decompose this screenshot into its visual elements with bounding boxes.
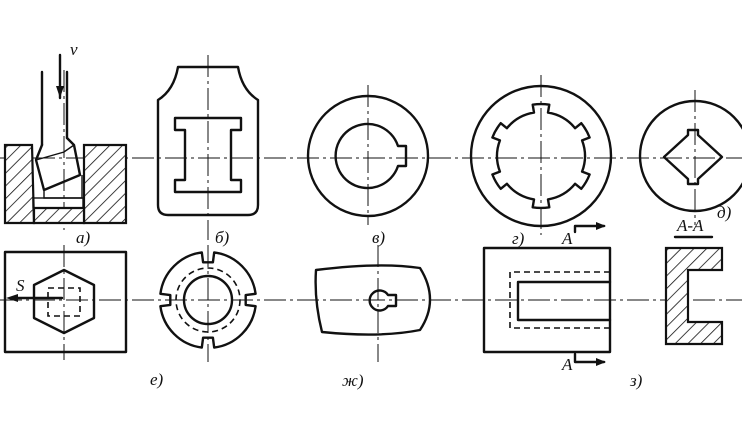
part-outline bbox=[156, 65, 260, 217]
broach-shank bbox=[40, 70, 69, 147]
velocity-label: v bbox=[70, 40, 78, 59]
figure-d-diamond: A-A д) bbox=[638, 99, 742, 239]
keyed-hole bbox=[368, 289, 398, 312]
hexagon-hole bbox=[32, 268, 96, 335]
slot-dashed bbox=[509, 271, 610, 329]
label-v: в) bbox=[372, 228, 385, 247]
diamond-hole bbox=[662, 128, 724, 186]
figure-slotted-round bbox=[159, 251, 257, 349]
label-e: е) bbox=[150, 370, 164, 389]
label-b: б) bbox=[215, 228, 230, 247]
section-arrowhead-top bbox=[596, 222, 606, 230]
label-z: з) bbox=[629, 371, 643, 390]
figure-v-keyway: в) bbox=[306, 94, 430, 247]
part-outline bbox=[3, 250, 128, 354]
figure-a-broaching-cut: v а) bbox=[3, 40, 128, 247]
velocity-arrowhead bbox=[56, 86, 64, 98]
figure-e-hexagon: S е) bbox=[3, 250, 164, 389]
workpiece-right-section bbox=[82, 143, 128, 225]
part-outline bbox=[314, 264, 432, 336]
part-outline bbox=[469, 84, 613, 228]
figure-z-slot: A з) bbox=[482, 246, 724, 390]
part-outline bbox=[159, 251, 257, 349]
cut-groove bbox=[32, 197, 84, 209]
part-outline bbox=[306, 94, 430, 218]
section-title: A-A bbox=[676, 216, 704, 235]
bore-circle bbox=[182, 274, 234, 326]
hexagon-inner-dashed bbox=[47, 287, 81, 317]
feed-label: S bbox=[16, 276, 25, 295]
slot-outline bbox=[516, 280, 612, 322]
section-arrow-top bbox=[573, 224, 606, 234]
i-shaped-hole bbox=[173, 116, 243, 194]
part-outline bbox=[638, 99, 742, 213]
label-d: д) bbox=[717, 203, 732, 222]
part-outline bbox=[482, 246, 612, 354]
bore-dashed-circle bbox=[175, 267, 241, 333]
figure-g-splined: г) A bbox=[469, 84, 613, 248]
section-arrow-bottom bbox=[573, 352, 606, 364]
keyed-hole bbox=[334, 122, 408, 190]
figure-zh-tapered: ж) bbox=[314, 264, 432, 390]
figure-b-i-profile: б) bbox=[156, 65, 260, 247]
label-a: а) bbox=[76, 228, 91, 247]
splined-hole bbox=[491, 102, 591, 210]
broach-tooth bbox=[34, 136, 82, 192]
section-a-a-profile bbox=[664, 246, 724, 346]
workpiece-left-section bbox=[3, 143, 36, 225]
label-g: г) bbox=[512, 229, 525, 248]
section-mark-top: A bbox=[561, 229, 573, 248]
label-zh: ж) bbox=[342, 371, 364, 390]
workpiece-bottom-section bbox=[32, 206, 86, 225]
section-mark-bottom: A bbox=[561, 355, 573, 374]
feed-arrowhead bbox=[6, 294, 18, 302]
section-arrowhead-bottom bbox=[596, 358, 606, 366]
